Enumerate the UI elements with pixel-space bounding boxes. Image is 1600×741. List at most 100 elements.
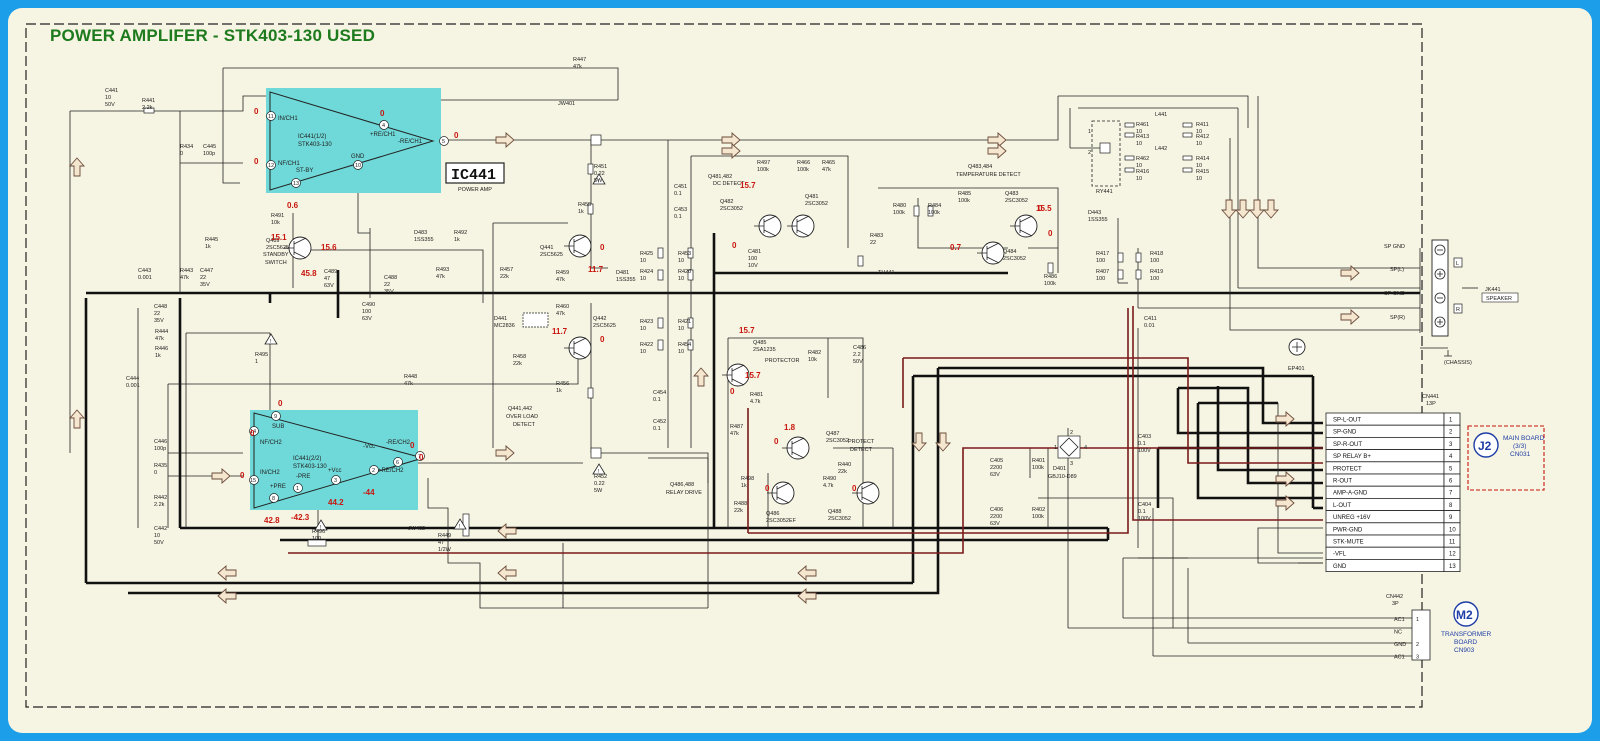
ch2-pin-in: IN/CH2 [260,470,280,476]
cn441-name: CN441 [1422,394,1439,400]
component-label-c451: C451 [674,184,687,190]
cn441-signal-name: SP-R-OUT [1333,442,1362,448]
ch2-pin-vcc-plus: +Vcc [328,468,342,474]
component-label-c452: 0.1 [653,426,661,432]
component-label-r443: 47k [180,275,189,281]
component-label-r407: 100 [1096,276,1105,282]
component-label-q486: 2SC3052EF [766,518,797,524]
component-label-r495: R495 [255,352,268,358]
m2-line: BOARD [1454,639,1477,646]
component-label-c404: 0.1 [1138,509,1146,515]
cn441-signal-name: AMP-A-GND [1333,491,1368,497]
component-label-q481: 2SC3052 [805,201,828,207]
component-label-r485: R485 [958,191,971,197]
component-label-r486: 100k [1044,281,1056,287]
voltage-label: 45.8 [301,269,317,278]
ic441-ch2-part: STK403-130 [293,464,327,470]
d401-pin-label: 4 [1084,445,1087,451]
jk441-label: JK441 [1485,287,1501,293]
transistor-q442-symbol [564,336,592,360]
speaker-label: SPEAKER [1486,296,1512,302]
component-label-c442: 50V [154,540,164,546]
component-label-r495: 1 [255,359,258,365]
component-label-q481: Q481 [805,194,818,200]
component-label-q487: 2SC3052 [826,438,849,444]
component-label-r459: 47k [556,277,565,283]
voltage-label: 15.6 [321,243,337,252]
component-label-r442: R442 [154,495,167,501]
cn441-pin-number: 4 [1449,454,1453,460]
component-label-c488: 35V [384,289,394,295]
voltage-label: 0 [250,429,255,438]
voltage-label: 15.5 [1036,204,1052,213]
ic441-ch1-name: IC441(1/2) [298,134,326,140]
voltage-label: 0 [240,471,245,480]
voltage-label: 0 [380,109,385,118]
voltage-label: 0 [600,243,605,252]
ch2-pin-num: 8 [272,496,275,502]
component-label-r441: R441 [142,98,155,104]
speaker-terminal-label: SP GND [1384,244,1405,250]
component-label-r449: 1/2W [438,547,452,553]
component-label-r486: R486 [1044,274,1057,280]
component-label-d443: 1SS355 [1088,217,1108,223]
component-label-r452: 5W [594,488,603,494]
component-label-r488: R488 [734,501,747,507]
component-label-r452: 0.22 [594,481,605,487]
component-label-c481: C481 [748,249,761,255]
relay-q-label: Q486,488 [670,482,694,488]
component-label-r488: 22k [734,508,743,514]
component-label-q442: Q442 [593,316,606,322]
component-label-r418: 100 [1150,258,1159,264]
m2-transformer-badge: M2 TRANSFORMER BOARD CN903 [1441,601,1492,654]
component-label-q489: Q489 [266,238,279,244]
component-label-d441: D441 [494,316,507,322]
component-label-c453: C453 [674,207,687,213]
component-label-c486: C486 [853,345,866,351]
page-title: POWER AMPLIFER - STK403-130 USED [50,26,376,45]
component-label-c403: 0.1 [1138,441,1146,447]
voltage-label: 0 [774,437,779,446]
component-label-r424: 10 [640,276,646,282]
svg-text:!: ! [270,339,272,345]
component-label-q484: Q484 [1003,249,1016,255]
j2-main-board-badge: J2 MAIN BOARD (3/3) CN031 [1467,425,1545,491]
component-label-r407: R407 [1096,269,1109,275]
component-label-c486: 50V [853,359,863,365]
component-label-r401: 100k [1032,465,1044,471]
ch1-pin-re-plus: +RE/CH1 [370,132,396,138]
component-label-r456: R456 [556,381,569,387]
transistor-q481-symbol [787,214,815,238]
ch1-pin-gnd: GND [351,154,365,160]
cn442-signal-name: AC1 [1394,617,1405,623]
voltage-label: 0 [419,453,424,462]
d401-part-label: GBJ10-D89 [1048,474,1077,480]
cn442-signal-name: GND [1394,642,1406,648]
voltage-label: 11.7 [588,265,604,274]
jw401-label: JW401 [558,101,575,107]
cn442-name: CN442 [1386,594,1403,600]
cn442-pin-number: 1 [1416,617,1419,623]
component-label-c406: 63V [990,521,1000,527]
component-label-r466: 100k [797,167,809,173]
component-label-q482: 2SC3052 [720,206,743,212]
ic441-ch2: IC441(2/2) STK403-130 SUB NF/CH2 IN/CH2 … [249,410,425,510]
component-label-r411: 10 [1196,129,1202,135]
component-label-c403: 100V [1138,448,1151,454]
cn442-pins-count: 3P [1392,601,1399,607]
l441-label: L441 [1155,112,1167,118]
component-label-c405: 2200 [990,465,1002,471]
component-label-r459: R459 [556,270,569,276]
component-label-r419: R419 [1150,269,1163,275]
cn441-signal-name: SP RELAY B+ [1333,454,1371,460]
d401-label: D401 [1053,466,1066,472]
component-label-r457: 22k [500,274,509,280]
svg-text:!: ! [598,469,600,475]
component-label-c443: C443 [138,268,151,274]
component-label-r451: 5W [594,178,603,184]
ch1-pin-num: 5 [442,139,445,145]
component-label-r490: 4.7k [823,483,834,489]
component-label-r425: 10 [640,258,646,264]
voltage-label: 42.8 [264,516,280,525]
component-label-c446: C446 [154,439,167,445]
